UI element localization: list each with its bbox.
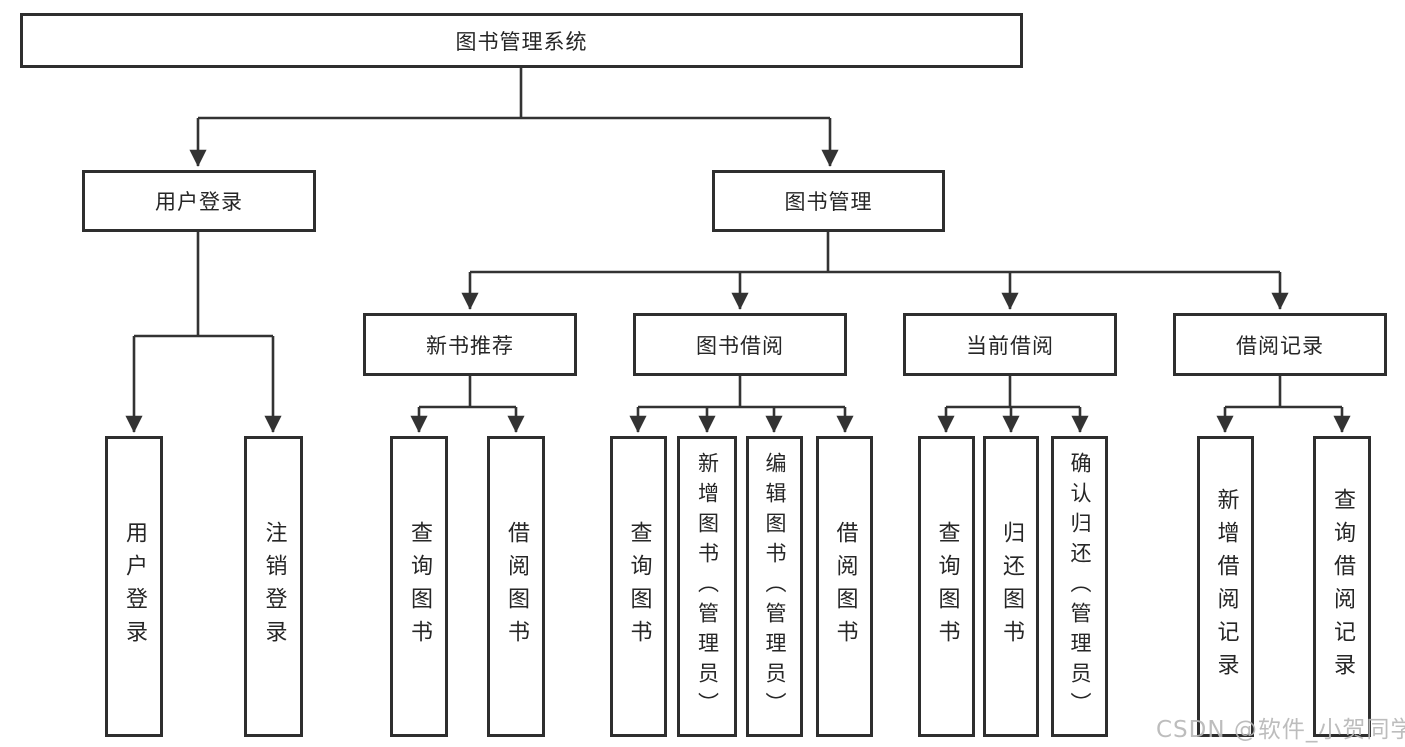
node-label: 新增图书（管理员）	[695, 451, 720, 722]
node-label: 查询图书	[934, 520, 960, 653]
node-edit-books-admin: 编辑图书（管理员）	[746, 436, 803, 737]
node-label: 查询图书	[407, 520, 432, 653]
node-query-books-borrow: 查询图书	[610, 436, 667, 737]
node-add-books-admin: 新增图书（管理员）	[677, 436, 737, 737]
node-label: 确认归还（管理员）	[1068, 451, 1092, 722]
node-label: 借阅记录	[1236, 333, 1324, 358]
node-label: 归还图书	[999, 520, 1024, 653]
node-borrow-books: 借阅图书	[816, 436, 873, 737]
node-label: 图书管理	[784, 190, 873, 214]
node-label: 用户登录	[122, 520, 147, 653]
node-label: 图书借阅	[696, 333, 784, 358]
node-query-books-current: 查询图书	[918, 436, 975, 737]
node-add-borrow-record: 新增借阅记录	[1197, 436, 1254, 737]
csdn-watermark: CSDN @软件_小贺同学	[1156, 717, 1405, 743]
node-book-borrow: 图书借阅	[633, 313, 847, 376]
node-book-management: 图书管理	[712, 170, 945, 232]
node-label: 图书管理系统	[455, 29, 588, 54]
node-confirm-return-admin: 确认归还（管理员）	[1051, 436, 1108, 737]
node-query-books-recommend: 查询图书	[390, 436, 448, 737]
node-label: 新书推荐	[426, 333, 514, 358]
node-label: 查询图书	[626, 520, 652, 653]
node-label: 借阅图书	[832, 520, 858, 653]
node-borrow-books-recommend: 借阅图书	[487, 436, 545, 737]
node-label: 查询借阅记录	[1330, 487, 1355, 686]
node-user-login-action: 用户登录	[105, 436, 163, 737]
node-logout-action: 注销登录	[244, 436, 303, 737]
node-return-books: 归还图书	[983, 436, 1039, 737]
node-library-management-system: 图书管理系统	[20, 13, 1023, 68]
node-label: 用户登录	[155, 190, 243, 214]
node-label: 注销登录	[261, 520, 287, 653]
node-label: 当前借阅	[966, 333, 1054, 358]
node-label: 借阅图书	[504, 520, 529, 653]
node-label: 新增借阅记录	[1213, 487, 1239, 686]
node-label: 编辑图书（管理员）	[763, 451, 787, 722]
node-borrow-records: 借阅记录	[1173, 313, 1387, 376]
edges	[125, 68, 1351, 433]
node-user-login: 用户登录	[82, 170, 316, 232]
node-new-book-recommend: 新书推荐	[363, 313, 577, 376]
node-query-borrow-record: 查询借阅记录	[1313, 436, 1371, 737]
node-current-borrow: 当前借阅	[903, 313, 1117, 376]
